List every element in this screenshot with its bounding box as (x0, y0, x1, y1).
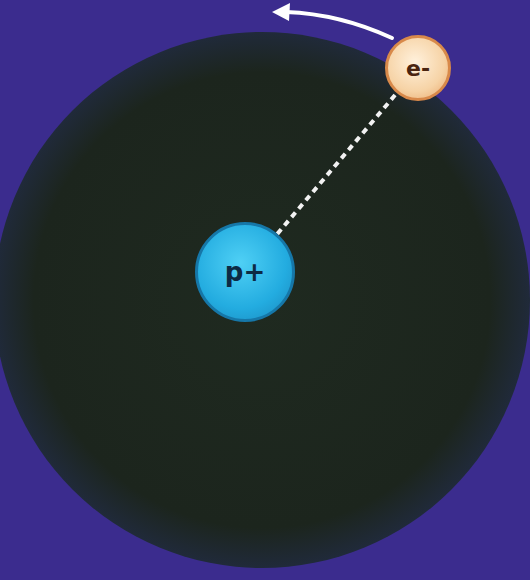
particle-label: p+ (225, 257, 265, 287)
attraction-line (277, 93, 396, 234)
particle-label: e- (406, 56, 430, 81)
orbit-arrow (286, 12, 392, 38)
electron-circle: e- (385, 35, 451, 101)
orbit-arrowhead (272, 3, 290, 21)
electron-cloud (0, 32, 530, 568)
proton-circle: p+ (195, 222, 295, 322)
